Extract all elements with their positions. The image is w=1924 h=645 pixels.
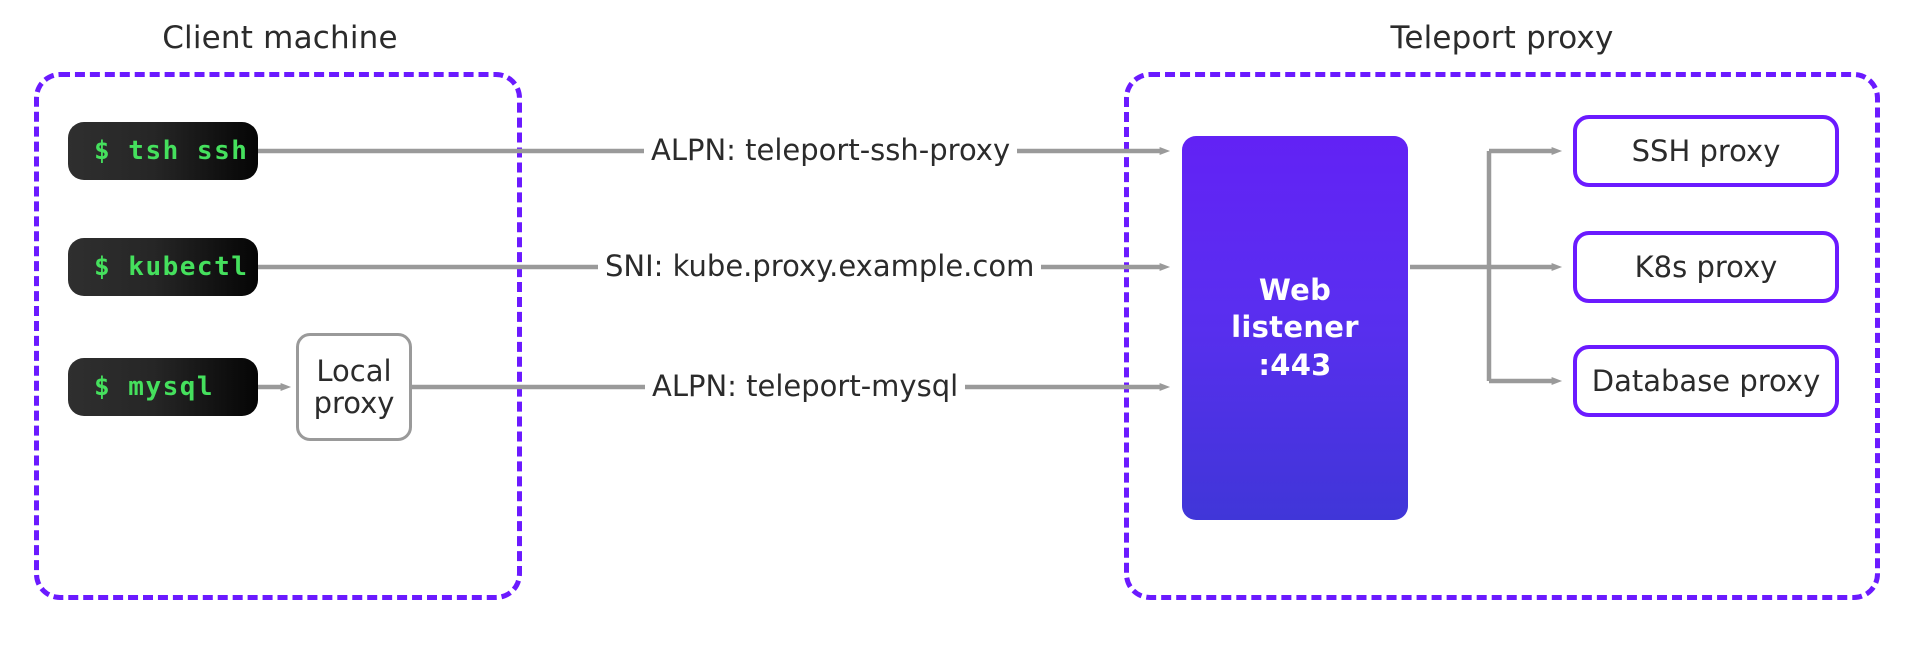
- database-proxy-label: Database proxy: [1591, 364, 1821, 398]
- teleport-proxy-title: Teleport proxy: [1390, 20, 1614, 56]
- local-proxy-box[interactable]: Local proxy: [296, 333, 412, 441]
- client-machine-title: Client machine: [162, 20, 398, 56]
- web-listener-label-line2: listener: [1231, 310, 1359, 345]
- k8s-proxy-label: K8s proxy: [1634, 250, 1778, 284]
- edge-label-alpn-ssh: ALPN: teleport-ssh-proxy: [644, 133, 1018, 167]
- local-proxy-label-line1: Local: [316, 353, 392, 388]
- web-listener-box[interactable]: Web listener :443: [1182, 136, 1408, 520]
- web-listener-label-line3: :443: [1258, 347, 1332, 382]
- terminal-mysql[interactable]: $ mysql: [68, 358, 258, 416]
- terminal-command-label: $ kubectl: [94, 252, 249, 282]
- edge-label-sni-kube: SNI: kube.proxy.example.com: [598, 249, 1042, 283]
- edge-label-alpn-mysql: ALPN: teleport-mysql: [645, 369, 966, 403]
- database-proxy-box[interactable]: Database proxy: [1573, 345, 1839, 417]
- ssh-proxy-box[interactable]: SSH proxy: [1573, 115, 1839, 187]
- terminal-command-label: $ mysql: [94, 372, 215, 402]
- ssh-proxy-label: SSH proxy: [1631, 134, 1781, 168]
- terminal-tsh-ssh[interactable]: $ tsh ssh: [68, 122, 258, 180]
- local-proxy-label-line2: proxy: [313, 386, 395, 420]
- terminal-command-label: $ tsh ssh: [94, 136, 249, 166]
- web-listener-label-line1: Web: [1258, 273, 1332, 308]
- k8s-proxy-box[interactable]: K8s proxy: [1573, 231, 1839, 303]
- client-machine-boundary: [34, 72, 522, 600]
- terminal-kubectl[interactable]: $ kubectl: [68, 238, 258, 296]
- teleport-proxy-boundary: [1124, 72, 1880, 600]
